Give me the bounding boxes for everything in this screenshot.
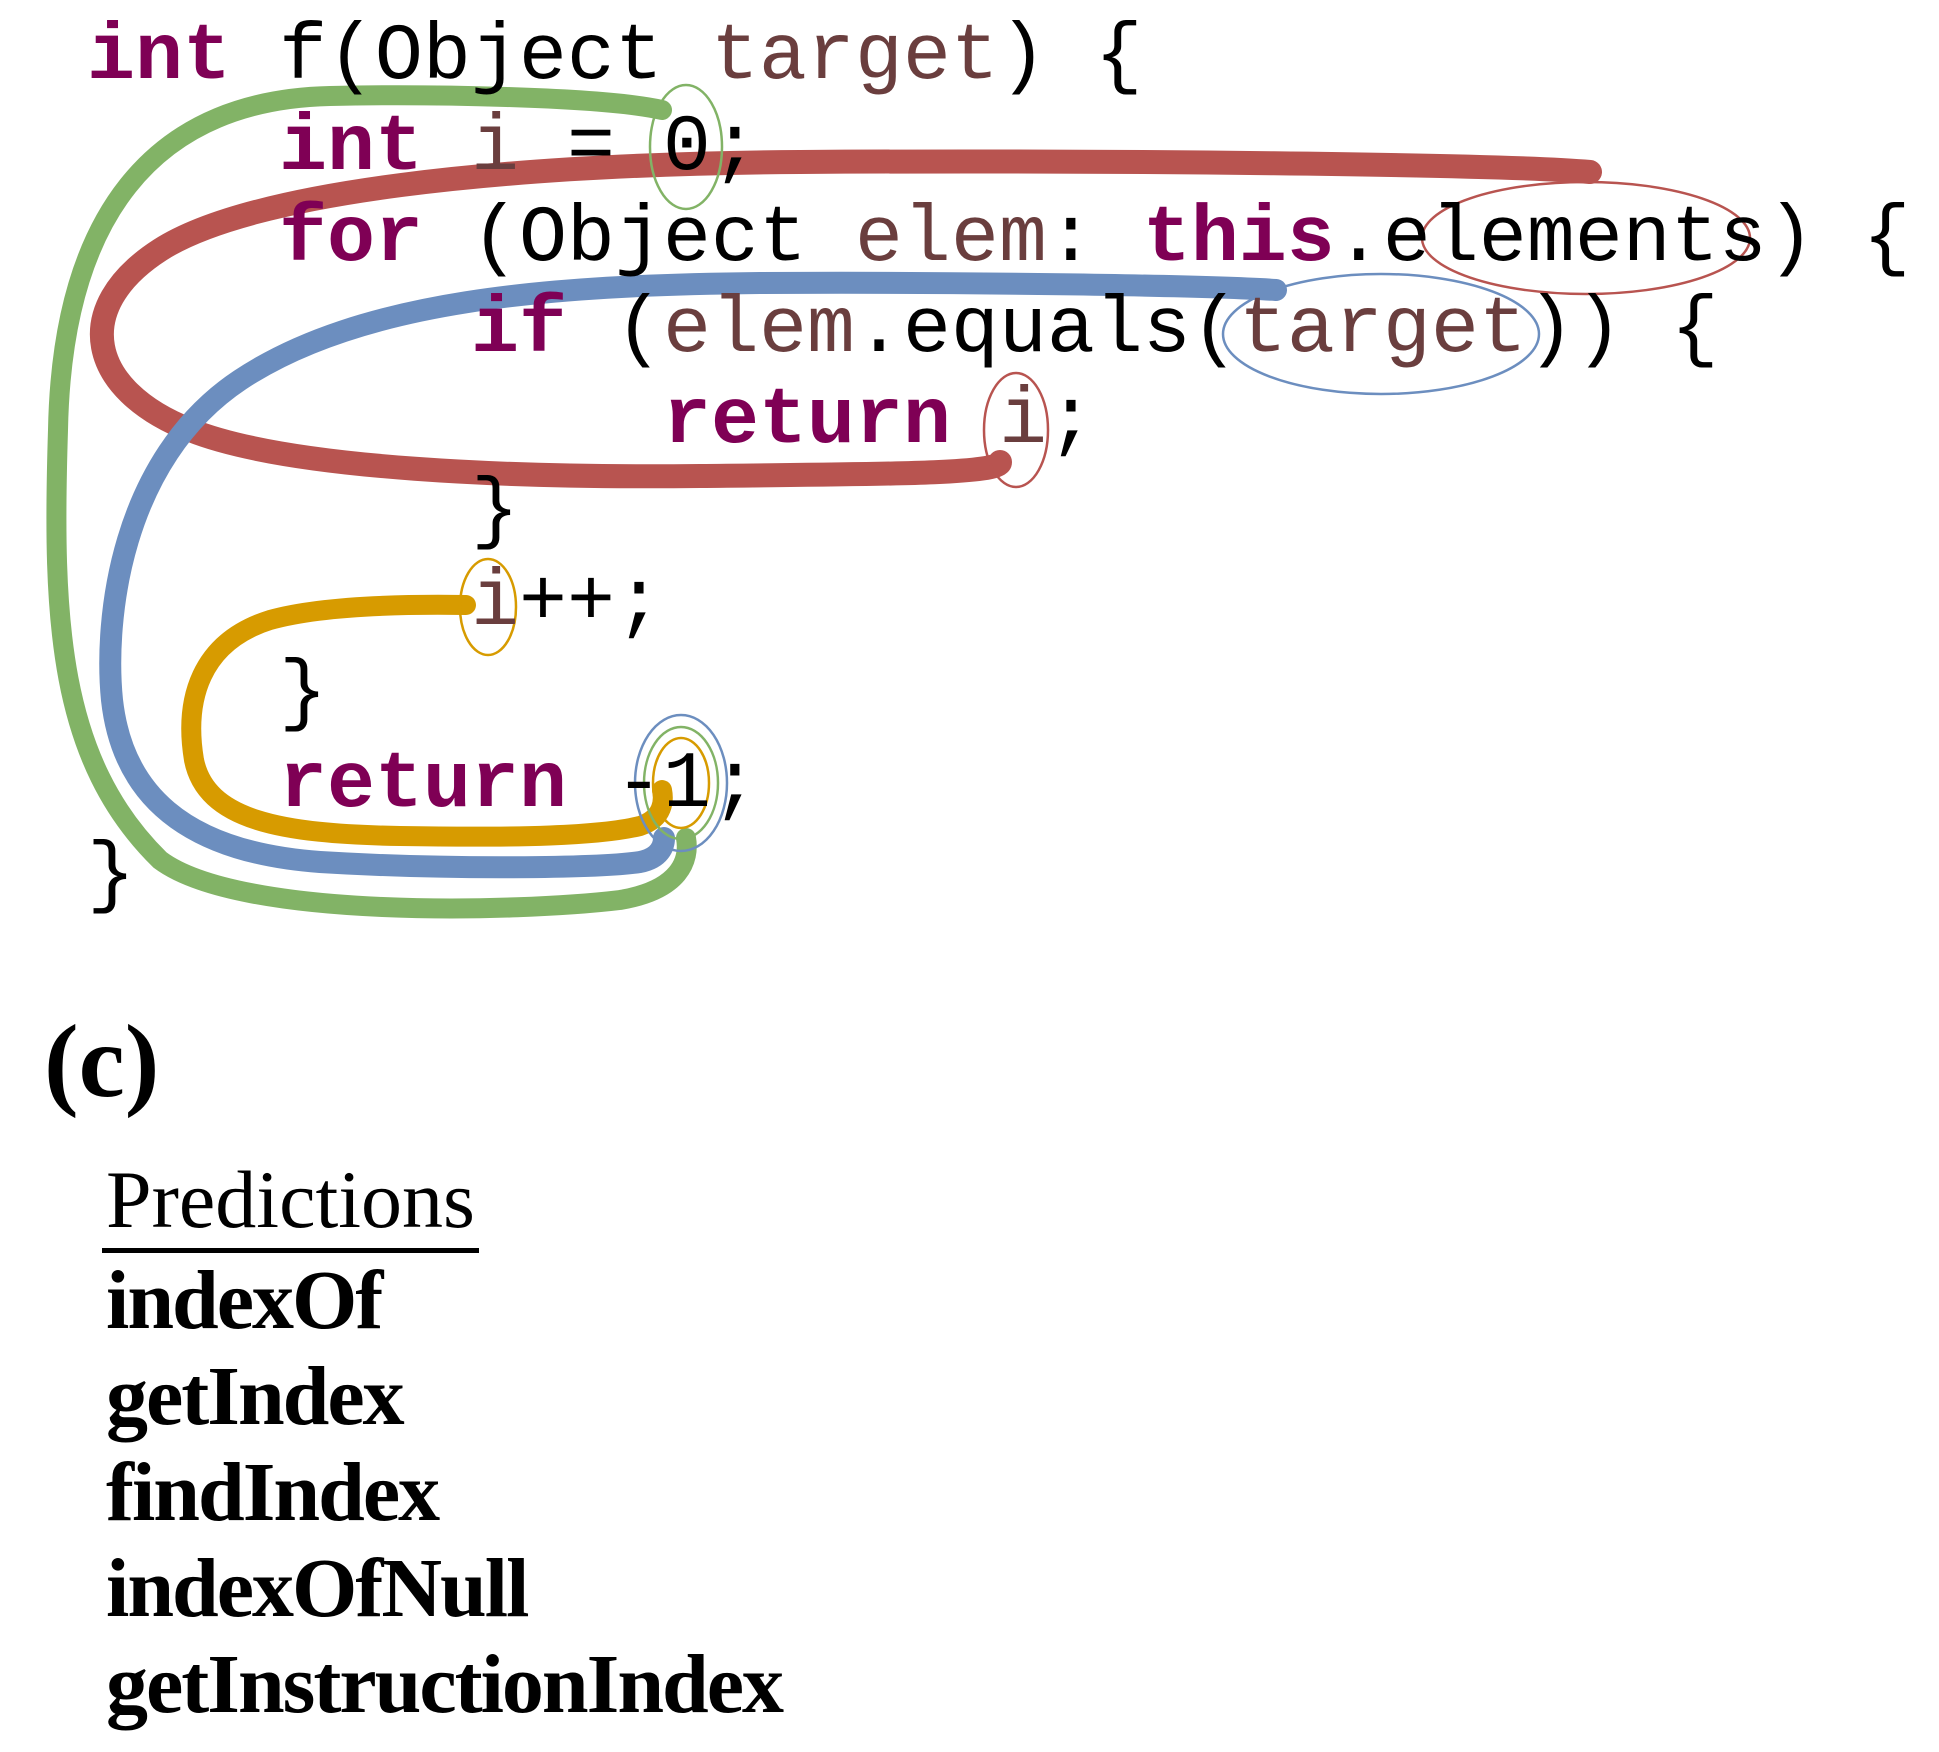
code-text: ++; <box>519 558 663 649</box>
code-variable: elem <box>662 285 855 376</box>
prediction-item: findIndex <box>106 1446 440 1539</box>
code-line: } <box>87 837 135 917</box>
predictions-table: Predictions indexOf getIndex findIndex i… <box>102 1159 784 1733</box>
code-text <box>423 103 471 194</box>
code-line: int f(Object target) { <box>87 18 1143 98</box>
code-text: f(Object <box>230 12 711 103</box>
code-text: .equals( <box>854 285 1239 376</box>
prediction-item: indexOf <box>106 1254 383 1347</box>
code-text: ; <box>1046 376 1095 467</box>
code-text: } <box>279 649 327 740</box>
code-line: } <box>279 655 327 735</box>
code-text: ( <box>566 285 663 376</box>
code-keyword: for <box>279 194 423 285</box>
code-variable: target <box>710 12 999 103</box>
code-keyword: return <box>279 740 567 831</box>
code-variable: target <box>1238 285 1527 376</box>
code-line: for (Object elem: this.elements) { <box>279 200 1911 280</box>
predictions-list: indexOf getIndex findIndex indexOfNull g… <box>102 1253 784 1733</box>
code-line: i++; <box>471 564 663 644</box>
code-variable: i <box>998 376 1047 467</box>
code-text: = 0; <box>518 103 759 194</box>
code-text: )) { <box>1526 285 1719 376</box>
code-variable: elem <box>854 194 1047 285</box>
prediction-item: getInstructionIndex <box>106 1638 784 1731</box>
panel-label: (c) <box>44 1004 160 1119</box>
code-text: (Object <box>422 194 855 285</box>
code-line: return i; <box>663 382 1095 462</box>
prediction-item: getIndex <box>106 1350 405 1443</box>
code-text: } <box>471 467 519 558</box>
code-line: } <box>471 473 519 553</box>
code-line: if (elem.equals(target)) { <box>471 291 1719 371</box>
code-variable: i <box>470 103 519 194</box>
code-text <box>951 376 999 467</box>
code-line: int i = 0; <box>279 109 759 189</box>
code-keyword: if <box>471 285 567 376</box>
predictions-header: Predictions <box>102 1159 479 1253</box>
code-text: : <box>1046 194 1143 285</box>
code-keyword: int <box>279 103 423 194</box>
prediction-item: indexOfNull <box>106 1542 529 1635</box>
code-line: return -1; <box>279 746 759 826</box>
code-text: } <box>87 831 135 922</box>
code-keyword: int <box>87 12 231 103</box>
code-text: ) { <box>998 12 1143 103</box>
code-keyword: this <box>1142 194 1335 285</box>
code-text: .elements) { <box>1334 194 1911 285</box>
code-keyword: return <box>663 376 951 467</box>
code-variable: i <box>471 558 519 649</box>
code-text: -1; <box>566 740 759 831</box>
